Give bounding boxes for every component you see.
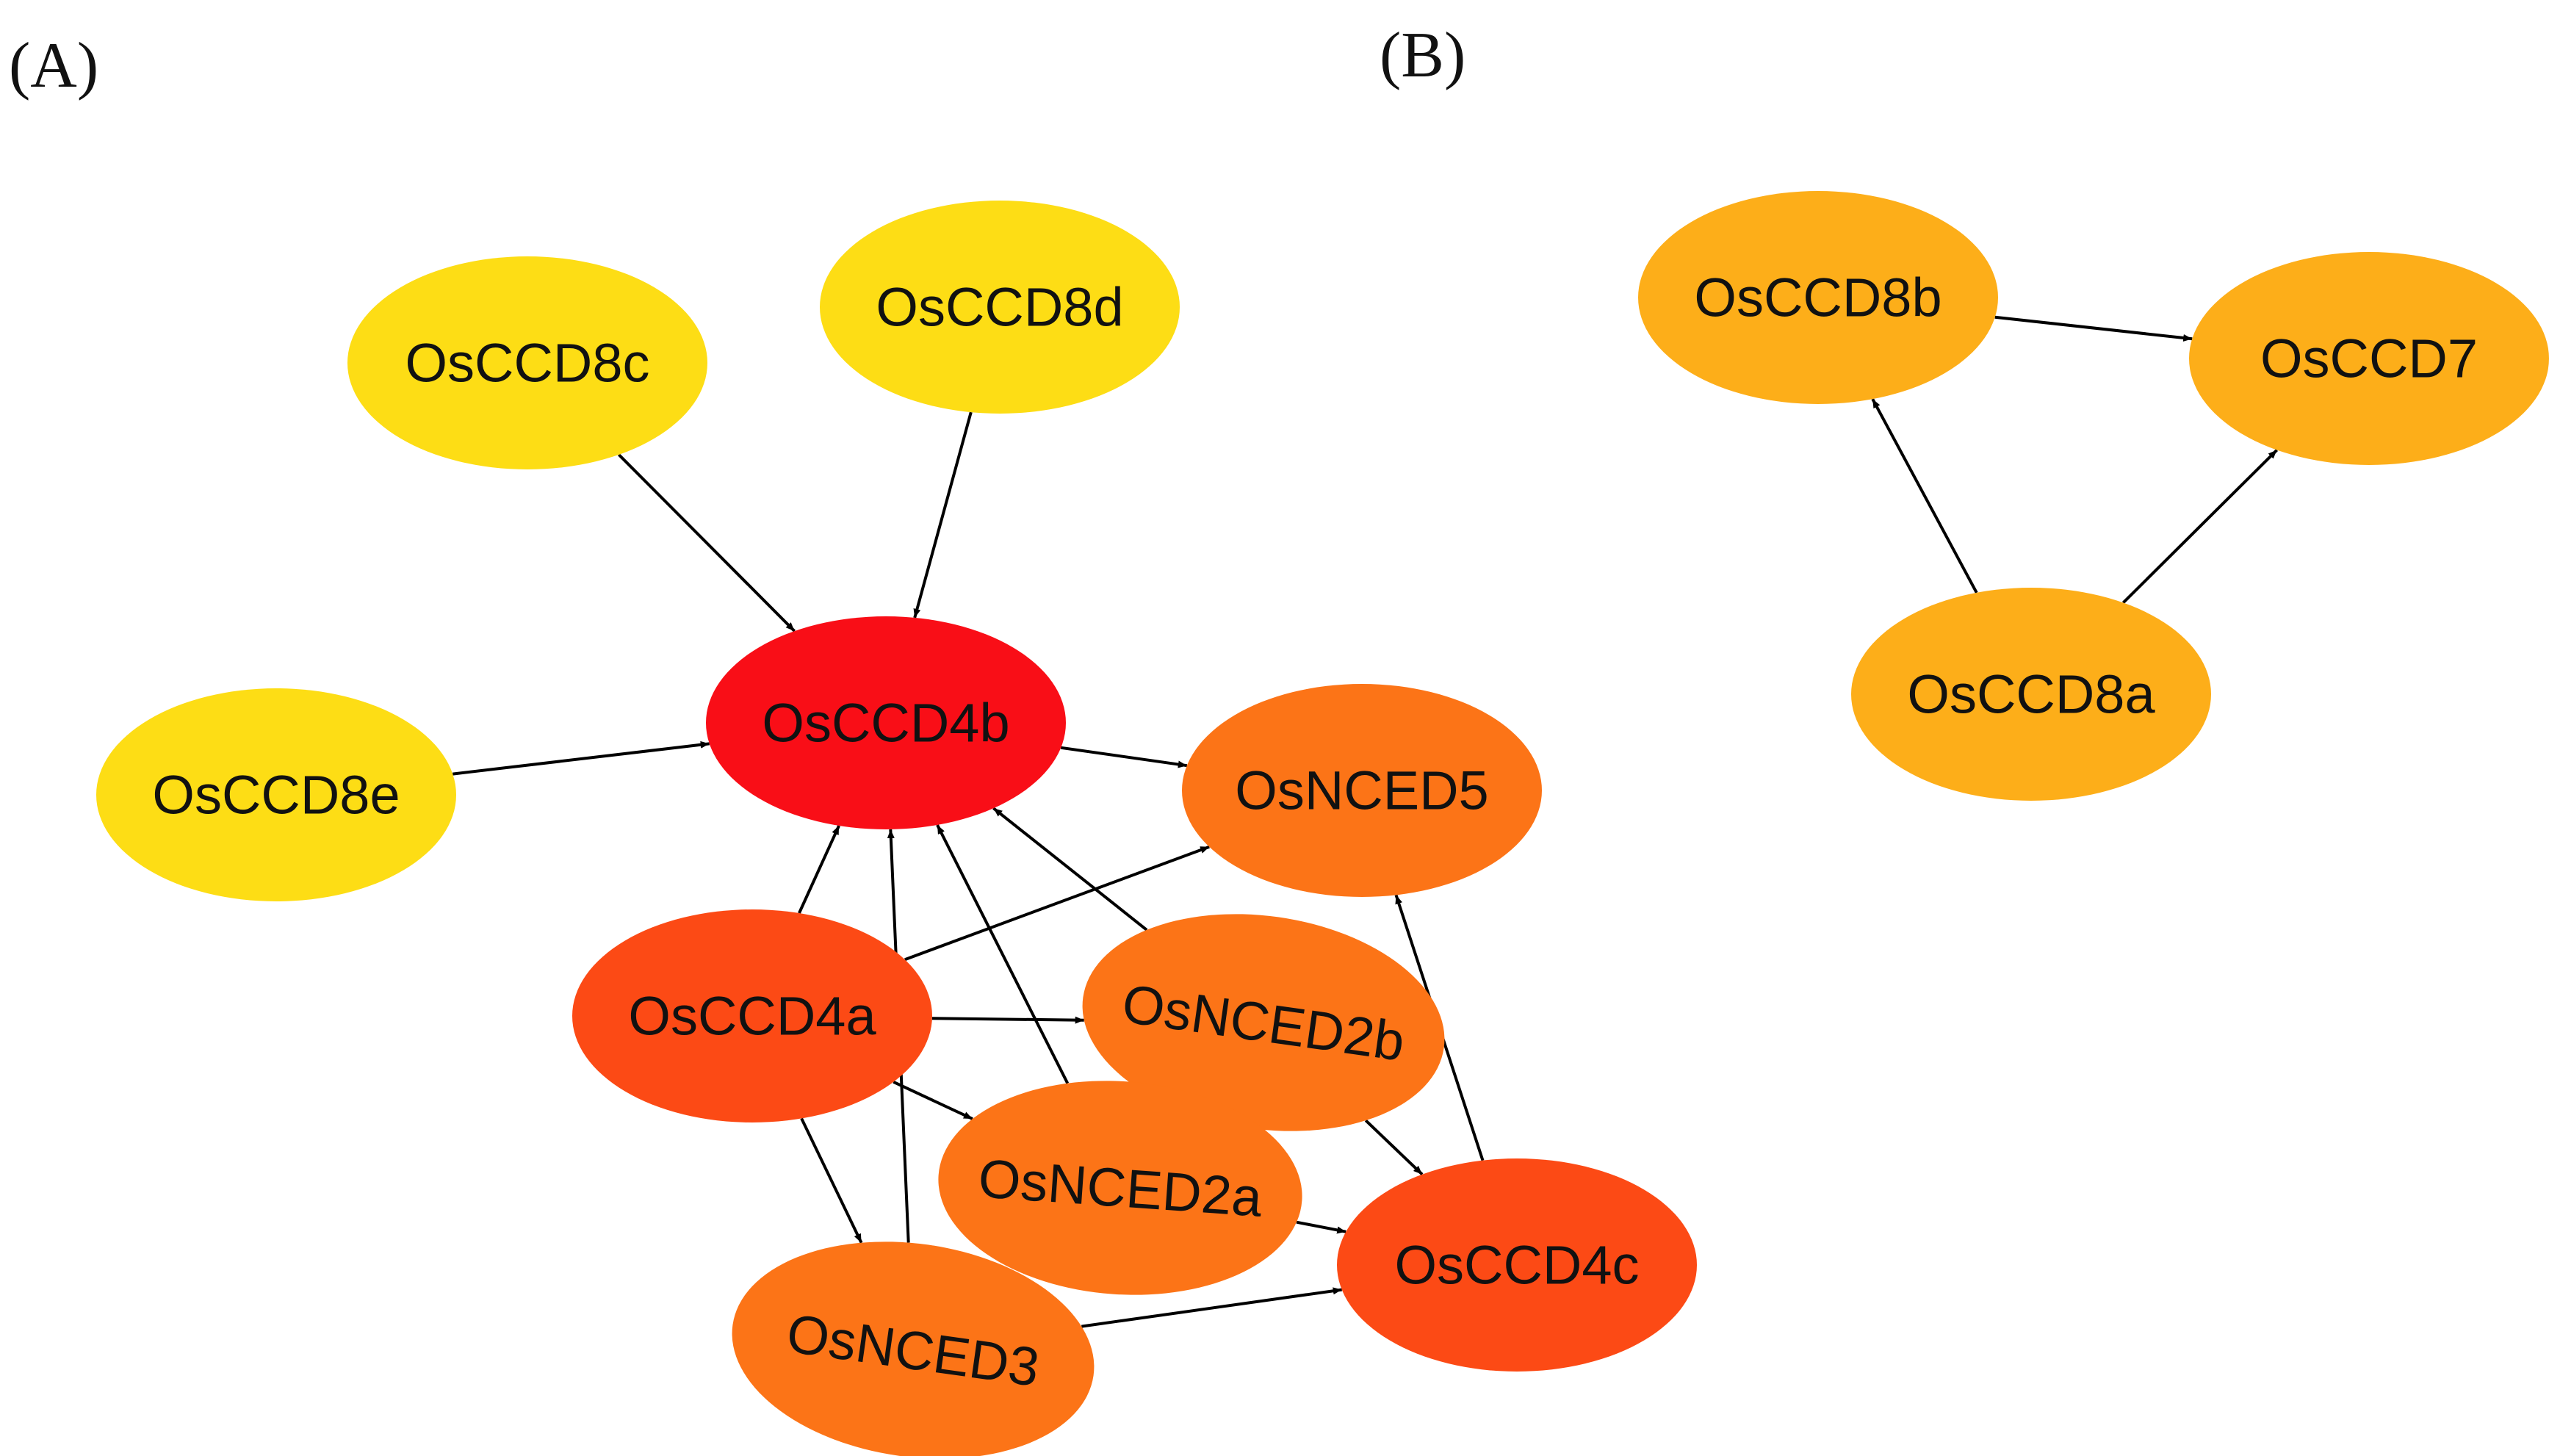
edge-osccd8e-to-osccd4b (453, 740, 710, 776)
node-ellipse-osccd8b (1638, 191, 1998, 404)
edge-osccd4a-to-osnced5 (904, 845, 1210, 962)
node-label-osccd8d: OsCCD8d (876, 277, 1123, 338)
panel-b-label: (B) (1380, 20, 1465, 91)
node-osccd8a: OsCCD8a (1851, 588, 2211, 801)
node-ellipse-osccd8a (1851, 588, 2211, 801)
edge-osnced2a-to-osccd4b (936, 824, 1070, 1084)
node-ellipse-osccd4b (706, 616, 1066, 829)
node-ellipse-osccd4c (1337, 1158, 1697, 1372)
node-osccd7: OsCCD7 (2189, 252, 2549, 465)
edge-osccd4a-to-osnced2a (893, 1080, 973, 1120)
node-label-osccd7: OsCCD7 (2260, 328, 2478, 389)
node-label-osccd4b: OsCCD4b (762, 693, 1009, 754)
node-ellipse-osnced5 (1182, 684, 1542, 897)
node-label-osnced5: OsNCED5 (1235, 760, 1488, 821)
edge-osccd8a-to-osccd8b (1871, 398, 1978, 594)
node-osnced3: OsNCED3 (732, 1241, 1095, 1456)
node-osnced5: OsNCED5 (1182, 684, 1542, 897)
edge-osccd8c-to-osccd4b (617, 453, 796, 633)
edge-osccd4a-to-osccd4b (798, 825, 840, 914)
node-label-osccd4a: OsCCD4a (628, 986, 876, 1047)
edge-osccd4a-to-osnced3 (800, 1117, 863, 1244)
node-osnced2a: OsNCED2a (938, 1081, 1302, 1295)
edge-osnced2a-to-osccd4c (1296, 1220, 1346, 1234)
node-ellipse-osnced2b (1082, 914, 1445, 1131)
node-osccd8d: OsCCD8d (820, 201, 1180, 414)
edge-osccd4a-to-osnced2b (931, 1016, 1084, 1024)
node-ellipse-osccd8e (96, 688, 456, 901)
node-label-osccd8b: OsCCD8b (1694, 267, 1942, 328)
node-osccd4a: OsCCD4a (572, 909, 932, 1122)
node-osnced2b: OsNCED2b (1082, 914, 1445, 1131)
nodes-layer: OsCCD8cOsCCD8dOsCCD8eOsCCD4bOsNCED5OsCCD… (96, 191, 2549, 1456)
node-label-osccd4c: OsCCD4c (1394, 1235, 1639, 1296)
node-label-osccd8a: OsCCD8a (1907, 664, 2155, 725)
node-label-osccd8c: OsCCD8c (405, 333, 649, 394)
edge-osccd4b-to-osnced5 (1060, 746, 1188, 768)
node-ellipse-osccd8d (820, 201, 1180, 414)
edge-osnced2b-to-osccd4b (992, 807, 1148, 931)
edge-osnced2b-to-osccd4c (1364, 1119, 1424, 1176)
node-ellipse-osccd7 (2189, 252, 2549, 465)
edge-osccd8d-to-osccd4b (913, 411, 973, 619)
edge-osnced3-to-osccd4c (1081, 1287, 1342, 1328)
panel-a-label: (A) (9, 30, 98, 101)
node-ellipse-osccd8c (347, 256, 707, 469)
node-ellipse-osnced2a (938, 1081, 1302, 1295)
node-osccd8b: OsCCD8b (1638, 191, 1998, 404)
node-ellipse-osnced3 (732, 1241, 1095, 1456)
node-osccd4b: OsCCD4b (706, 616, 1066, 829)
node-osccd8e: OsCCD8e (96, 688, 456, 901)
node-osccd8c: OsCCD8c (347, 256, 707, 469)
edge-osccd8b-to-osccd7 (1994, 315, 2193, 342)
node-osccd4c: OsCCD4c (1337, 1158, 1697, 1372)
node-ellipse-osccd4a (572, 909, 932, 1122)
node-label-osccd8e: OsCCD8e (152, 765, 400, 826)
edge-osccd8a-to-osccd7 (2121, 449, 2279, 604)
